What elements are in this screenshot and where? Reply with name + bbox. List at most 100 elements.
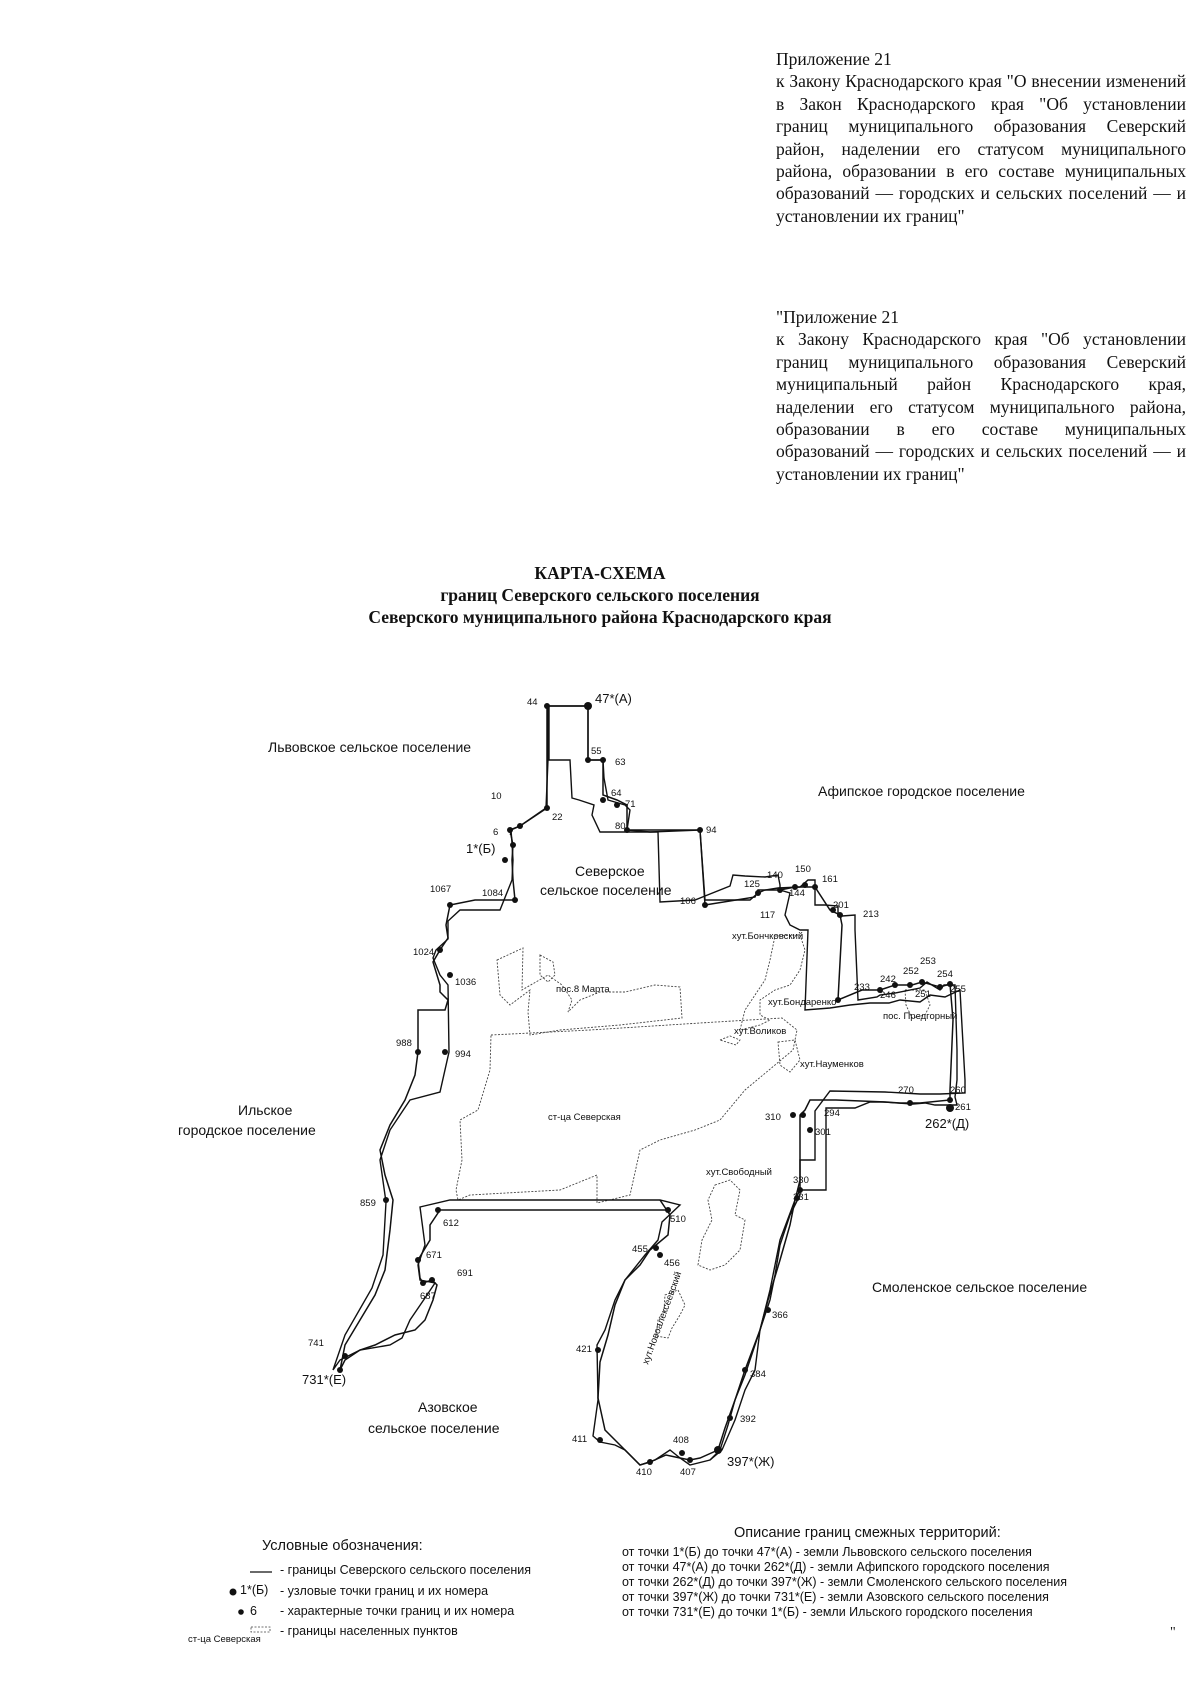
- map-title: КАРТА-СХЕМА границ Северского сельского …: [0, 562, 1200, 628]
- point-number-1067: 1067: [430, 884, 451, 895]
- point-number-213: 213: [863, 909, 879, 920]
- point-number-labels: 44 55 63 64 71 80 94 10 22 6 7 1067 1084…: [308, 697, 971, 1478]
- point-number-251: 251: [915, 989, 931, 1000]
- boundary-points: [337, 702, 954, 1465]
- label-afipskoe: Афипское городское поселение: [818, 783, 1025, 799]
- label-severskoe-2: сельское поселение: [540, 882, 672, 898]
- appendix-1-text: к Закону Краснодарского края "О внесении…: [776, 71, 1186, 226]
- legend-title: Условные обозначения:: [262, 1538, 423, 1554]
- point-number-384: 384: [750, 1369, 766, 1380]
- boundary-map: Львовское сельское поселение Афипское го…: [178, 691, 1087, 1478]
- point-number-150: 150: [795, 864, 811, 875]
- point-number-246: 246: [880, 990, 896, 1001]
- settlement-boundaries: [455, 934, 931, 1339]
- label-hut-novoalekseevsky: хут.Новоалексеевский: [640, 1270, 684, 1366]
- point-number-80: 80: [615, 821, 626, 832]
- point-number-71: 71: [625, 799, 636, 810]
- point-number-671: 671: [426, 1250, 442, 1261]
- point-number-55: 55: [591, 746, 602, 757]
- legend-settlement-symbol: [250, 1626, 271, 1633]
- settlement-boundary-pos-8-marta: [496, 947, 683, 1036]
- point-number-63: 63: [615, 757, 626, 768]
- description-row-1: от точки 1*(Б) до точки 47*(А) - земли Л…: [622, 1545, 1032, 1559]
- label-hut-volikov: хут.Воликов: [734, 1026, 786, 1037]
- point-number-1024: 1024: [413, 947, 434, 958]
- node-label-D: 262*(Д): [925, 1116, 969, 1131]
- description-row-2: от точки 47*(А) до точки 262*(Д) - земли…: [622, 1560, 1050, 1574]
- legend-sample-settlement: ст-ца Северская: [188, 1634, 261, 1645]
- label-hut-bondarenko: хут.Бондаренко: [768, 997, 836, 1008]
- point-number-421: 421: [576, 1344, 592, 1355]
- point-number-366: 366: [772, 1310, 788, 1321]
- label-pos-8-marta: пос.8 Марта: [556, 984, 610, 995]
- node-label-B: 1*(Б): [466, 841, 495, 856]
- point-number-6: 6: [493, 827, 498, 838]
- settlement-boundary-hut-bonchkovsky: [739, 934, 806, 1031]
- point-number-407: 407: [680, 1467, 696, 1478]
- settlement-boundary-north-segment: [539, 954, 556, 983]
- legend-node-label: 1*(Б): [240, 1583, 269, 1597]
- point-number-301: 301: [815, 1127, 831, 1138]
- label-hut-svobodny: хут.Свободный: [706, 1167, 772, 1178]
- point-number-260: 260: [950, 1085, 966, 1096]
- appendix-1-heading: Приложение 21: [776, 49, 892, 69]
- point-number-125: 125: [744, 879, 760, 890]
- label-hut-naumenkov: хут.Науменков: [800, 1059, 864, 1070]
- node-label-A: 47*(А): [595, 691, 632, 706]
- label-lvovskoe: Львовское сельское поселение: [268, 739, 471, 755]
- point-number-233: 233: [854, 982, 870, 993]
- label-hut-bonchkovsky: хут.Бончковский: [732, 931, 803, 942]
- point-number-10: 10: [491, 791, 502, 802]
- point-number-22: 22: [552, 812, 563, 823]
- point-number-741: 741: [308, 1338, 324, 1349]
- point-number-294: 294: [824, 1108, 840, 1119]
- point-number-7: 7: [508, 827, 513, 838]
- legend-item-points: - характерные точки границ и их номера: [280, 1604, 515, 1618]
- description-row-4: от точки 397*(Ж) до точки 731*(Е) - земл…: [622, 1590, 1049, 1604]
- point-number-270: 270: [898, 1085, 914, 1096]
- legend-symbols: [229, 1571, 272, 1633]
- point-number-330: 330: [793, 1175, 809, 1186]
- appendix-1-block: Приложение 21 к Закону Краснодарского кр…: [776, 48, 1186, 227]
- title-line-1: КАРТА-СХЕМА: [534, 563, 666, 583]
- point-number-392: 392: [740, 1414, 756, 1425]
- region-labels: Львовское сельское поселение Афипское го…: [178, 739, 1087, 1436]
- point-number-456: 456: [664, 1258, 680, 1269]
- point-number-408: 408: [673, 1435, 689, 1446]
- node-label-Zh: 397*(Ж): [727, 1454, 774, 1469]
- point-number-64: 64: [611, 788, 622, 799]
- legend-item-node-points: - узловые точки границ и их номера: [280, 1584, 489, 1598]
- closing-quote: ": [1170, 1625, 1176, 1640]
- label-ilskoe-1: Ильское: [238, 1102, 293, 1118]
- point-number-44: 44: [527, 697, 538, 708]
- point-number-254: 254: [937, 969, 953, 980]
- point-number-144: 144: [789, 888, 805, 899]
- point-number-859: 859: [360, 1198, 376, 1209]
- description-row-3: от точки 262*(Д) до точки 397*(Ж) - земл…: [622, 1575, 1068, 1589]
- point-number-687: 687: [420, 1291, 436, 1302]
- label-azovskoe-1: Азовское: [418, 1399, 478, 1415]
- settlement-labels: ст-ца Северская пос.8 Марта хут.Бончковс…: [548, 931, 957, 1366]
- title-line-2: границ Северского сельского поселения: [440, 585, 760, 605]
- point-number-94: 94: [706, 825, 717, 836]
- point-number-510: 510: [670, 1214, 686, 1225]
- legend-item-settlements: - границы населенных пунктов: [280, 1624, 458, 1638]
- settlement-boundary-hut-svobodny: [697, 1179, 746, 1271]
- settlement-boundary-pos-predgorny: [904, 989, 931, 1019]
- point-number-253: 253: [920, 956, 936, 967]
- settlement-boundary-st-severskaya: [455, 1017, 798, 1204]
- point-number-140: 140: [767, 870, 783, 881]
- outer-boundary-west: [545, 705, 958, 1461]
- point-number-1036: 1036: [455, 977, 476, 988]
- label-azovskoe-2: сельское поселение: [368, 1420, 500, 1436]
- point-number-255: 255: [950, 984, 966, 995]
- label-severskoe-1: Северское: [575, 863, 645, 879]
- label-smolenskoe: Смоленское сельское поселение: [872, 1279, 1087, 1295]
- legend-point-dot: [238, 1609, 244, 1615]
- point-number-410: 410: [636, 1467, 652, 1478]
- point-number-455: 455: [632, 1244, 648, 1255]
- appendix-2-block: "Приложение 21 к Закону Краснодарского к…: [776, 306, 1186, 485]
- point-number-106: 106: [680, 896, 696, 907]
- point-number-612: 612: [443, 1218, 459, 1229]
- node-point-labels: 47*(А) 1*(Б) 262*(Д) 397*(Ж) 731*(Е): [302, 691, 969, 1469]
